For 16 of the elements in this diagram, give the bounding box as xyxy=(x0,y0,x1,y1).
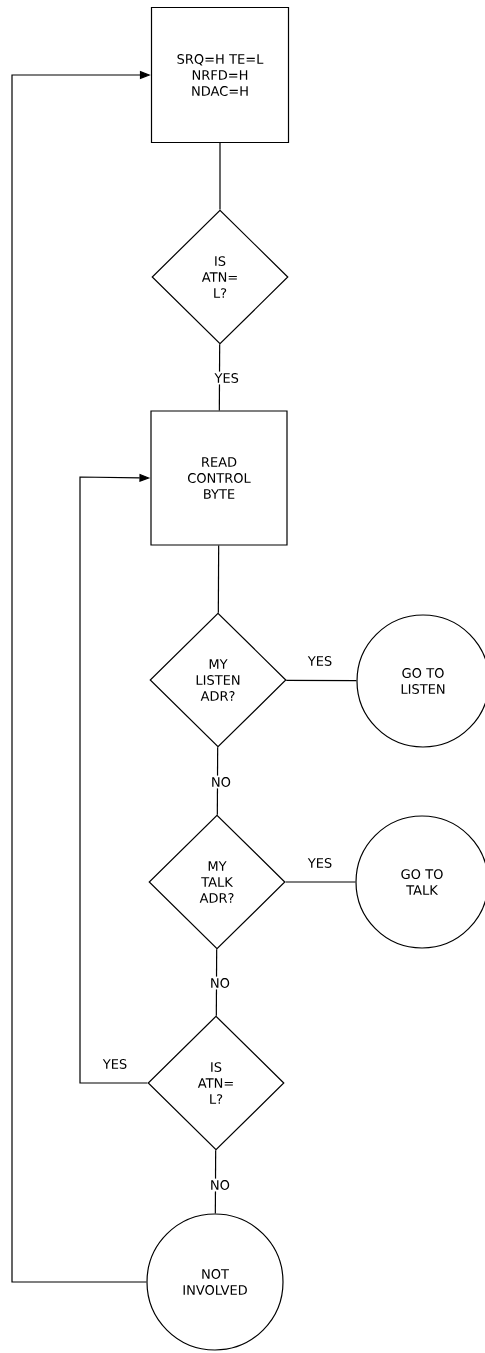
process-box: READ CONTROL BYTE xyxy=(150,410,288,546)
edge-label: YES xyxy=(306,856,334,870)
process-box: SRQ=H TE=L NRFD=H NDAC=H xyxy=(150,6,290,144)
connector-line xyxy=(285,881,356,883)
connector-line xyxy=(285,679,357,682)
edge-label: YES xyxy=(101,1057,129,1071)
connector-line xyxy=(216,746,219,816)
connector-line xyxy=(215,948,218,1017)
edge-label: YES xyxy=(306,654,334,668)
connector-line xyxy=(214,1149,217,1214)
connector-line xyxy=(217,545,220,614)
edge-label: NO xyxy=(208,976,232,990)
edge-label: NO xyxy=(208,1178,232,1192)
edge-label: YES xyxy=(213,371,241,385)
edge-label: NO xyxy=(209,775,233,789)
connector-line xyxy=(219,142,221,210)
